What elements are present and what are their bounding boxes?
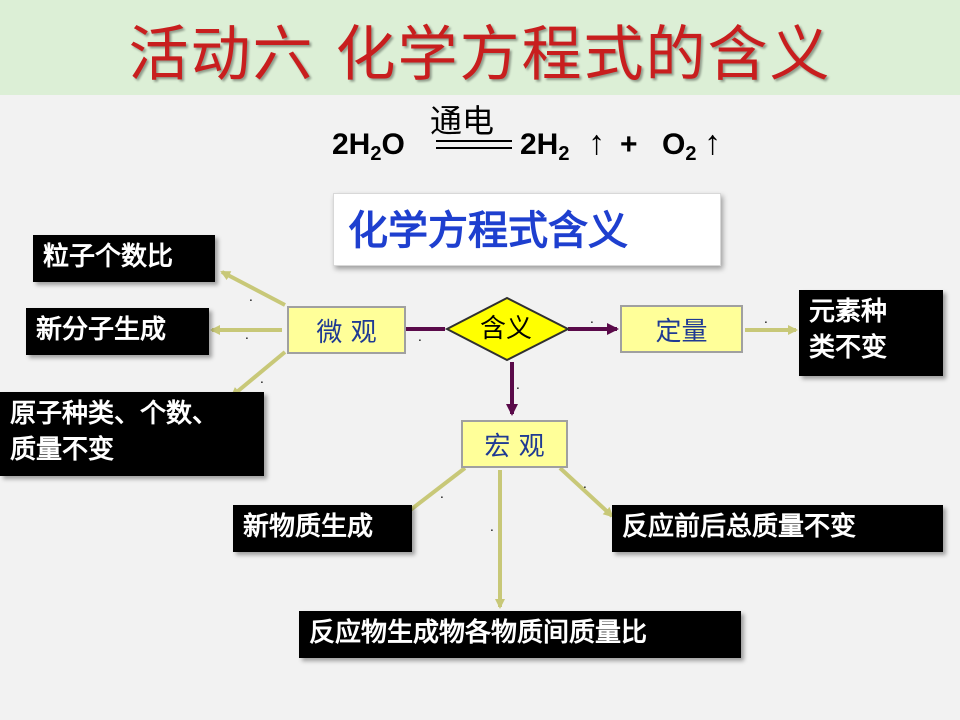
arrow-to-atom-conservation <box>230 350 287 398</box>
equation-reactant: 2H2O <box>332 128 405 165</box>
meaning-diamond <box>444 296 571 362</box>
micro-box: 微 观 <box>287 306 406 354</box>
dot-marker: . <box>583 477 587 491</box>
outcome-element-conservation: 元素种 类不变 <box>799 290 943 376</box>
outcome-particle-ratio: 粒子个数比 <box>33 235 215 282</box>
outcome-mass-ratio: 反应物生成物各物质间质量比 <box>299 611 741 658</box>
equation-plus: + <box>620 128 638 161</box>
page-title: 活动六 化学方程式的含义 <box>128 20 832 90</box>
outcome-new-molecule: 新分子生成 <box>26 308 209 355</box>
arrow-to-mass-conservation <box>558 466 614 518</box>
macro-box: 宏 观 <box>461 420 568 468</box>
meaning-title-box <box>333 193 721 266</box>
dot-marker: . <box>590 312 594 326</box>
equation-product-oxygen: O2 <box>662 128 697 165</box>
outcome-atom-conservation-line-1: 原子种类、个数、 <box>10 399 219 429</box>
outcome-atom-conservation: 原子种类、个数、 质量不变 <box>0 392 264 476</box>
dot-marker: . <box>490 520 494 534</box>
dot-marker: . <box>440 487 444 501</box>
up-arrow-icon: ↑ <box>704 124 721 162</box>
dot-marker: . <box>764 312 768 326</box>
outcome-atom-conservation-line-2: 质量不变 <box>10 435 115 465</box>
dot-marker: . <box>418 330 422 344</box>
dot-marker: . <box>245 328 249 342</box>
outcome-mass-conservation: 反应前后总质量不变 <box>612 505 943 552</box>
equation-equals-line-2 <box>436 147 512 149</box>
equation-condition: 通电 <box>430 102 495 140</box>
dot-marker: . <box>249 290 253 304</box>
diamond-label: 含义 <box>480 314 533 344</box>
dot-marker: . <box>516 378 520 392</box>
up-arrow-icon: ↑ <box>588 124 605 162</box>
quantitative-box: 定量 <box>620 305 743 353</box>
meaning-title: 化学方程式含义 <box>348 207 628 254</box>
outcome-new-substance: 新物质生成 <box>233 505 412 552</box>
arrow-to-particle-ratio <box>220 270 286 307</box>
equation-product-hydrogen: 2H2 <box>520 128 570 165</box>
outcome-element-conservation-line-2: 类不变 <box>809 333 888 363</box>
outcome-element-conservation-line-1: 元素种 <box>809 297 888 327</box>
equation-equals-line-1 <box>436 140 512 142</box>
dot-marker: . <box>260 372 264 386</box>
title-band <box>0 0 960 95</box>
